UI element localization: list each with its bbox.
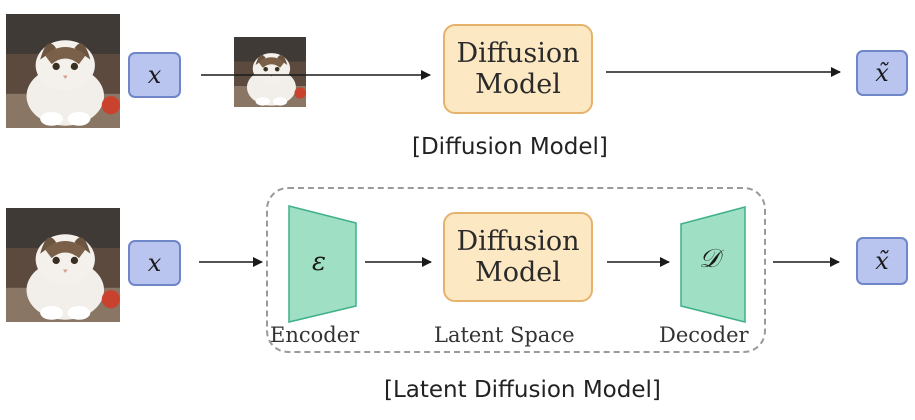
- diffusion-model-line1-top: Diffusion: [456, 37, 580, 69]
- decoder-trapezoid: [680, 206, 746, 323]
- diffusion-model-line2-top: Model: [475, 69, 561, 100]
- input-x-box-bottom: x: [128, 240, 181, 286]
- encoder-label: Encoder: [270, 323, 360, 347]
- output-x-box-top: x̃: [856, 50, 908, 96]
- diffusion-model-line2-bottom: Model: [475, 257, 561, 288]
- cat-photo-top: [6, 14, 120, 128]
- diffusion-model-line1-bottom: Diffusion: [456, 225, 580, 257]
- output-x-box-bottom: x̃: [856, 237, 908, 285]
- caption-latent-diffusion-model: [Latent Diffusion Model]: [384, 377, 661, 403]
- caption-diffusion-model: [Diffusion Model]: [412, 134, 608, 160]
- decoder-label: Decoder: [659, 323, 749, 347]
- latent-space-label: Latent Space: [434, 323, 575, 347]
- encoder-trapezoid: [288, 205, 357, 323]
- latent-space-container: [266, 187, 766, 353]
- cat-photo-small: [234, 37, 306, 107]
- cat-photo-bottom: [6, 208, 120, 322]
- input-x-box-top: x: [128, 52, 181, 98]
- decoder-symbol: 𝒟: [699, 244, 720, 274]
- encoder-symbol: ε: [312, 247, 326, 277]
- diffusion-model-box-top: Diffusion Model: [443, 24, 593, 114]
- diffusion-model-box-bottom: Diffusion Model: [443, 212, 593, 302]
